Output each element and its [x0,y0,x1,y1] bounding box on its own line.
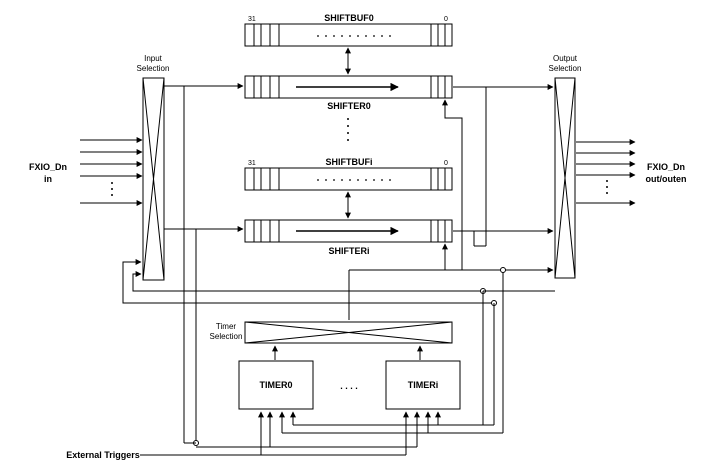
input-selection-label-line1: Input [144,54,163,63]
fxio-in-label-line2: in [44,174,52,184]
shifter-to-output-wires [453,84,554,247]
timer-ellipsis: . . . . [340,381,358,391]
shifter-vertical-dots [347,118,349,141]
shifter0-label: SHIFTER0 [327,101,371,111]
shifteri-register [244,219,453,243]
timer-selection-mux [244,321,453,344]
output-feedback-wires [122,259,555,433]
shiftbuf0-msb-label: 31 [248,16,256,23]
fxio-output-arrows [576,139,636,206]
shiftbuf0-dots [317,35,391,37]
fxio-in-label-line1: FXIO_Dn [29,162,67,172]
output-selection-mux [554,77,576,279]
shifter0-register [244,75,453,99]
shiftbufi-lsb-label: 0 [444,160,448,167]
timeri-block [385,360,461,410]
fxio-output-dots [606,180,608,194]
shiftbuf0-lsb-label: 0 [444,16,448,23]
timer-to-shifter-wires [348,99,554,320]
timer0-label: TIMER0 [259,380,292,390]
shiftbufi-label: SHIFTBUFi [326,157,373,167]
output-selection-label-line2: Selection [549,64,582,73]
input-selection-mux [142,77,165,281]
timer-selection-label-line1: Timer [216,322,236,331]
shiftbufi-dots [317,179,391,181]
input-selection-label-line2: Selection [137,64,170,73]
shiftbufi-msb-label: 31 [248,160,256,167]
fxio-input-arrows [80,137,143,206]
fxio-input-dots [111,182,113,196]
timer-to-selection-arrows [272,345,423,360]
external-triggers-label: External Triggers [66,450,140,460]
fxio-out-label-line2: out/outen [646,174,687,184]
timeri-label: TIMERi [408,380,439,390]
timer-selection-label-line2: Selection [210,332,243,341]
shiftbufi-register [244,167,453,191]
timer0-block [238,360,314,410]
shiftbuf0-label: SHIFTBUF0 [324,13,374,23]
input-to-shifter-wires [164,83,244,446]
shiftbuf0-register [244,23,453,47]
shifteri-label: SHIFTERi [328,246,369,256]
fxio-out-label-line1: FXIO_Dn [647,162,685,172]
output-selection-label-line1: Output [553,54,578,63]
timer-input-bus [196,424,503,448]
timer0-input-arrows [258,411,296,455]
